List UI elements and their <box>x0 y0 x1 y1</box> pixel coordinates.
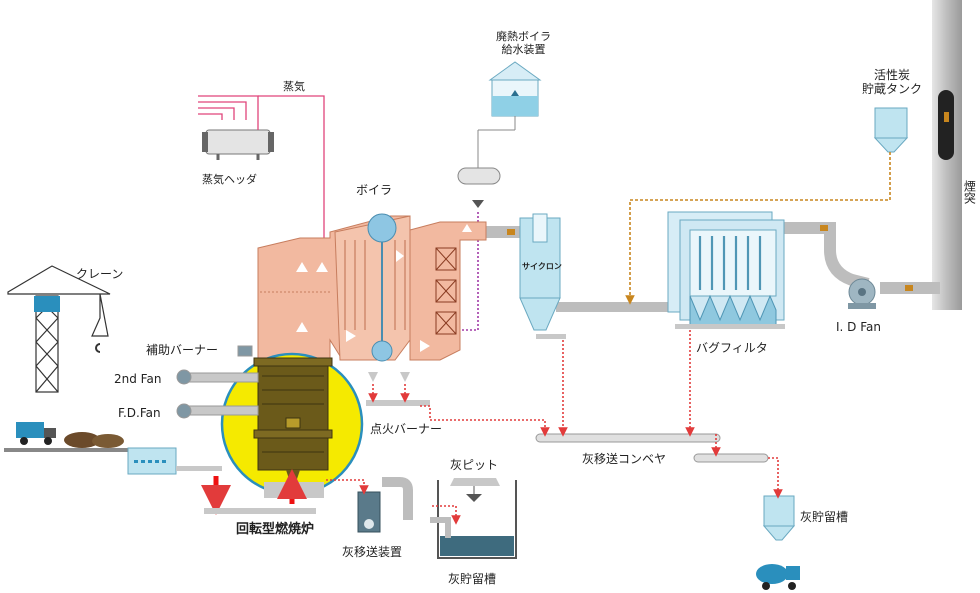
activated-carbon-label: 活性炭 貯蔵タンク <box>862 68 923 97</box>
id-fan-label: I. D Fan <box>836 320 881 334</box>
stack-label: 煙突 <box>962 180 977 204</box>
feed-arrows <box>201 469 316 515</box>
ash-transfer-device-label: 灰移送装置 <box>342 545 403 559</box>
stack <box>932 0 962 310</box>
ash-lines <box>326 330 783 525</box>
air-ducts <box>176 345 259 419</box>
boiler-label: ボイラ <box>356 183 393 197</box>
ash-truck <box>756 564 800 590</box>
steam-header-label: 蒸気ヘッダ <box>202 173 257 186</box>
ash-transfer-device <box>357 477 413 533</box>
carbon-line <box>625 152 891 305</box>
activated-carbon-tank <box>873 107 909 153</box>
feedwater-label: 廃熱ボイラ 給水装置 <box>496 30 551 57</box>
crane <box>7 265 111 393</box>
bag-filter-label: バグフィルタ <box>696 341 768 355</box>
cyclone <box>519 213 566 339</box>
ash-conveyor <box>535 433 769 463</box>
ash-storage-right <box>762 495 796 541</box>
waste-pit <box>4 447 222 475</box>
bag-filter <box>667 211 785 329</box>
boiler <box>257 213 487 406</box>
steam-header <box>202 129 274 160</box>
ash-storage-bottom-label: 灰貯留槽 <box>448 572 497 586</box>
rotary-kiln-label: 回転型燃焼炉 <box>236 522 315 537</box>
ignition-burner-label: 点火バーナー <box>370 422 443 436</box>
ash-conveyor-label: 灰移送コンベヤ <box>582 452 667 466</box>
cyclone-label: サイクロン <box>522 262 562 271</box>
water-line <box>435 212 479 335</box>
ash-storage-right-label: 灰貯留槽 <box>800 510 849 524</box>
fd-fan-label: F.D.Fan <box>118 406 161 420</box>
aux-burner-label: 補助バーナー <box>146 343 219 357</box>
second-fan-label: 2nd Fan <box>114 372 162 386</box>
feedwater-unit <box>457 61 542 208</box>
ash-pit <box>430 478 517 559</box>
id-fan <box>848 278 876 309</box>
waste-truck <box>16 422 56 445</box>
steam-lines <box>198 95 325 260</box>
waste-pile <box>64 432 124 448</box>
crane-label: クレーン <box>76 267 124 281</box>
steam-label: 蒸気 <box>283 80 305 93</box>
ash-pit-label: 灰ピット <box>450 458 499 472</box>
gas-flow-arrows <box>296 224 472 352</box>
